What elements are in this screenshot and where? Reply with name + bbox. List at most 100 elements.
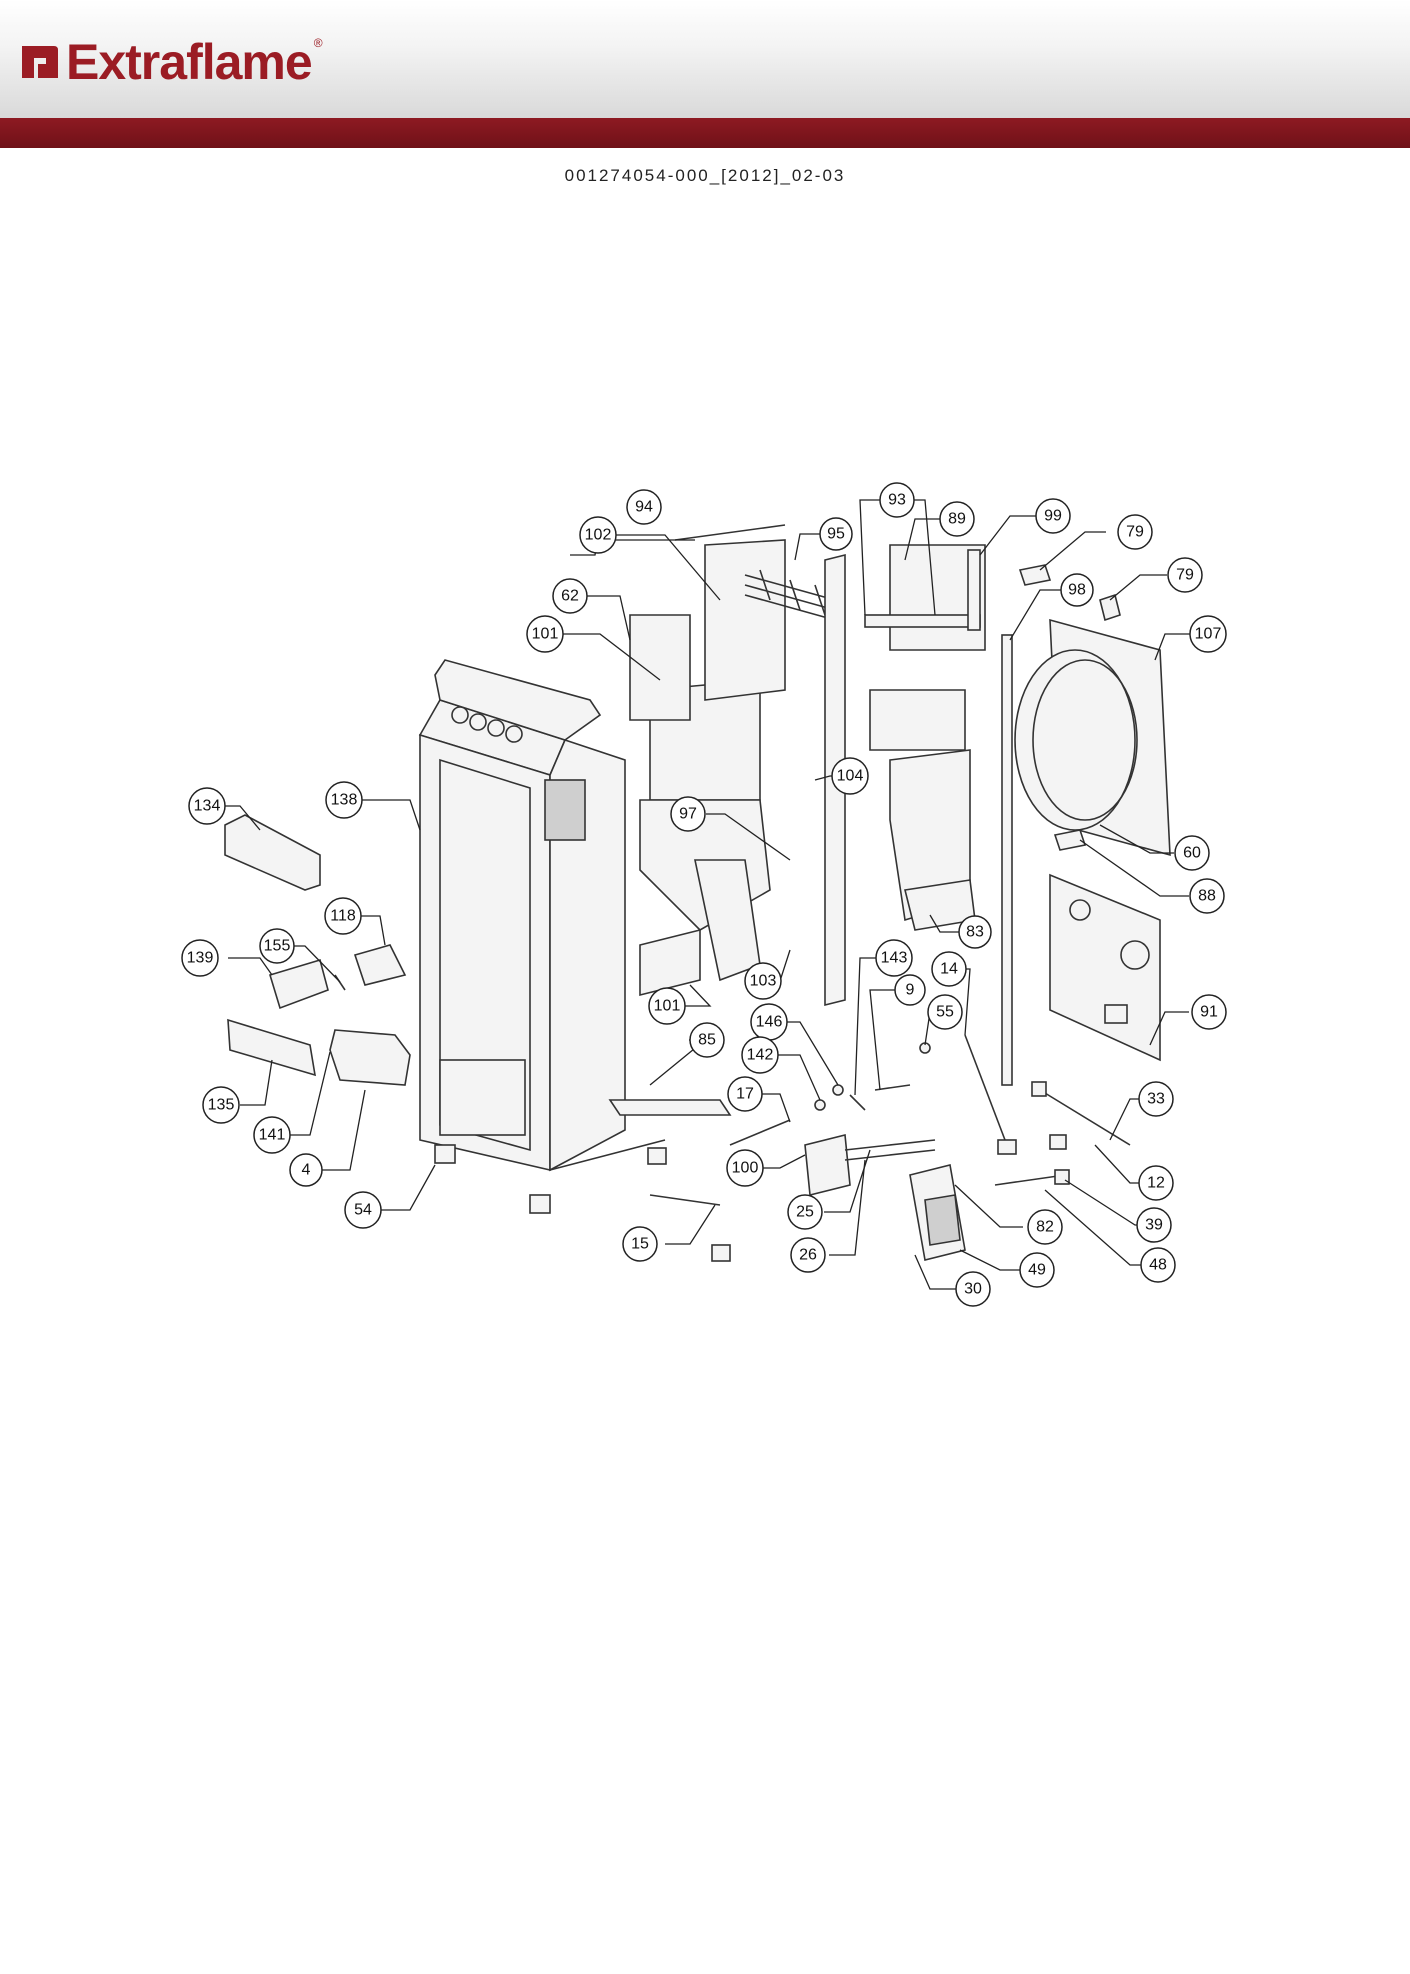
svg-text:30: 30 [964, 1281, 982, 1298]
bar-98 [1001, 634, 1013, 1086]
callout-48: 48 [1140, 1247, 1176, 1283]
svg-text:139: 139 [187, 950, 214, 967]
rod-82 [994, 1174, 1066, 1186]
svg-text:62: 62 [561, 588, 579, 605]
callout-93: 93 [879, 482, 915, 518]
svg-text:143: 143 [881, 950, 908, 967]
spring-143 [849, 1094, 866, 1111]
part-155 [334, 974, 346, 991]
header-red-band [0, 118, 1410, 148]
svg-text:79: 79 [1176, 567, 1194, 584]
callout-91: 91 [1191, 994, 1227, 1030]
grid-95 [744, 569, 836, 621]
base-rail-part [608, 1099, 732, 1116]
flame-square-logo-icon [22, 46, 58, 78]
callout-155: 155 [259, 928, 295, 964]
callout-83: 83 [958, 915, 992, 949]
callout-79-a: 79 [1117, 514, 1153, 550]
svg-text:107: 107 [1195, 626, 1222, 643]
main-frame-part [418, 659, 666, 1172]
callout-33: 33 [1138, 1081, 1174, 1117]
cable-14 [964, 1034, 1006, 1141]
panel-62 [629, 614, 691, 721]
svg-text:26: 26 [799, 1247, 817, 1264]
washer-146 [832, 1084, 844, 1096]
svg-text:93: 93 [888, 492, 906, 509]
clip-88 [1053, 829, 1087, 851]
svg-text:99: 99 [1044, 508, 1062, 525]
callout-146: 146 [750, 1003, 788, 1041]
callout-104: 104 [831, 757, 869, 795]
svg-text:103: 103 [750, 973, 777, 990]
callout-100: 100 [726, 1149, 764, 1187]
plate-100 [804, 1133, 851, 1197]
callout-138: 138 [325, 781, 363, 819]
svg-text:138: 138 [331, 792, 358, 809]
washer-142 [814, 1099, 826, 1111]
callout-15: 15 [622, 1226, 658, 1262]
svg-text:97: 97 [679, 806, 697, 823]
svg-text:135: 135 [208, 1097, 235, 1114]
callout-141: 141 [253, 1116, 291, 1154]
svg-text:39: 39 [1145, 1217, 1163, 1234]
part-139 [269, 958, 329, 1010]
registered-mark: ® [313, 36, 323, 50]
callout-89: 89 [939, 501, 975, 537]
bar-93 [864, 614, 981, 628]
callout-4: 4 [289, 1153, 323, 1187]
callout-103: 103 [744, 962, 782, 1000]
callout-97: 97 [670, 796, 706, 832]
svg-text:98: 98 [1068, 582, 1086, 599]
svg-text:83: 83 [966, 924, 984, 941]
callout-82: 82 [1027, 1209, 1063, 1245]
callout-26: 26 [790, 1237, 826, 1273]
callout-39: 39 [1136, 1207, 1172, 1243]
callouts: 134 138 118 155 139 135 141 4 54 62 101 … [181, 482, 1227, 1307]
callout-62: 62 [552, 578, 588, 614]
svg-text:142: 142 [747, 1047, 774, 1064]
callout-143: 143 [875, 939, 913, 977]
parts-drawing [224, 524, 1171, 1262]
svg-text:89: 89 [948, 511, 966, 528]
callout-55: 55 [927, 994, 963, 1030]
leader-lines [225, 499, 1190, 1290]
callout-60: 60 [1174, 835, 1210, 871]
callout-139: 139 [181, 939, 219, 977]
svg-text:141: 141 [259, 1127, 286, 1144]
callout-101-lower: 101 [648, 987, 686, 1025]
callout-17: 17 [727, 1076, 763, 1112]
box-93-lower [869, 689, 966, 751]
panel-91 [1049, 873, 1161, 1062]
svg-text:101: 101 [532, 626, 559, 643]
svg-text:15: 15 [631, 1236, 649, 1253]
svg-text:134: 134 [194, 798, 221, 815]
svg-text:55: 55 [936, 1004, 954, 1021]
svg-text:14: 14 [940, 961, 958, 978]
duct-101-lower [639, 928, 701, 997]
svg-text:33: 33 [1147, 1091, 1165, 1108]
callout-99: 99 [1035, 498, 1071, 534]
part-79b [1099, 593, 1121, 622]
callout-12: 12 [1138, 1165, 1174, 1201]
part-134 [224, 814, 321, 891]
callout-142: 142 [741, 1036, 779, 1074]
callout-30: 30 [955, 1271, 991, 1307]
callout-98: 98 [1060, 573, 1094, 607]
bar-94 [674, 524, 786, 541]
svg-text:85: 85 [698, 1032, 716, 1049]
panel-102 [704, 539, 786, 701]
document-code: 001274054-000_[2012]_02-03 [564, 166, 846, 185]
callout-94: 94 [626, 489, 662, 525]
svg-text:94: 94 [635, 499, 653, 516]
callout-54: 54 [344, 1191, 382, 1229]
pin-17 [729, 1119, 791, 1146]
svg-text:54: 54 [354, 1202, 372, 1219]
brand-logo: Extraflame ® [18, 32, 323, 92]
svg-text:9: 9 [906, 982, 915, 999]
svg-text:60: 60 [1183, 845, 1201, 862]
svg-text:48: 48 [1149, 1257, 1167, 1274]
svg-text:25: 25 [796, 1204, 814, 1221]
callout-118: 118 [324, 897, 362, 935]
callout-134: 134 [188, 787, 226, 825]
